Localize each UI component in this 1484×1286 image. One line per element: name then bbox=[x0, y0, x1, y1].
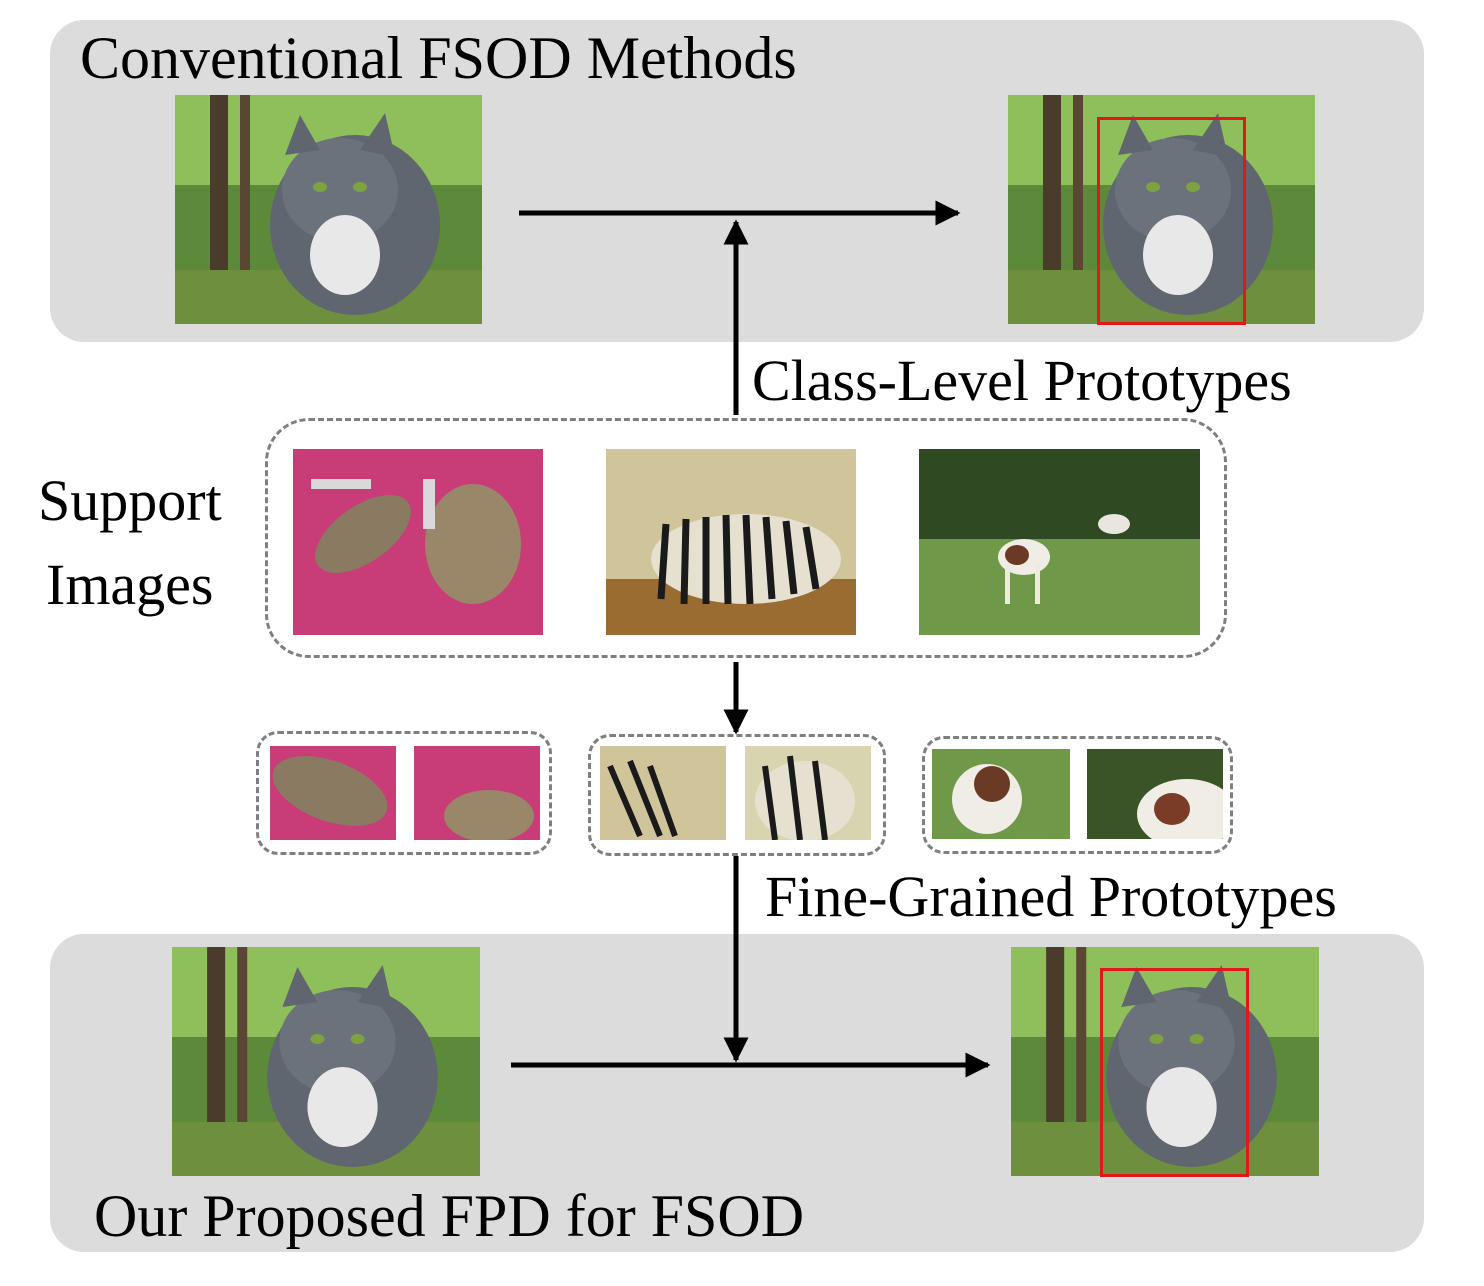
horse-crops-group bbox=[922, 736, 1233, 854]
horse-crop-2 bbox=[1087, 749, 1223, 839]
class-level-label: Class-Level Prototypes bbox=[752, 348, 1292, 413]
fine-grained-label: Fine-Grained Prototypes bbox=[765, 864, 1337, 929]
cat-crops-group bbox=[256, 731, 552, 855]
detection-box-bottom bbox=[1100, 968, 1249, 1177]
horse-crop-1 bbox=[932, 749, 1070, 839]
detected-image-bottom bbox=[1011, 947, 1319, 1176]
query-image-bottom bbox=[172, 947, 480, 1176]
zebra-crops-group bbox=[588, 734, 886, 856]
conventional-title: Conventional FSOD Methods bbox=[80, 25, 797, 91]
support-image-cats bbox=[293, 449, 543, 635]
cat-crop-1 bbox=[270, 746, 396, 840]
support-label-line2: Images bbox=[46, 552, 214, 617]
zebra-crop-2 bbox=[745, 746, 871, 840]
proposed-title: Our Proposed FPD for FSOD bbox=[94, 1183, 805, 1249]
detection-box-top bbox=[1097, 117, 1246, 325]
support-label-line1: Support bbox=[38, 468, 222, 533]
query-image-top bbox=[175, 95, 482, 324]
support-image-horses bbox=[919, 449, 1200, 635]
support-images-group bbox=[265, 418, 1227, 658]
support-image-zebras bbox=[606, 449, 856, 635]
cat-crop-2 bbox=[414, 746, 540, 840]
detected-image-top bbox=[1008, 95, 1315, 324]
zebra-crop-1 bbox=[600, 746, 726, 840]
